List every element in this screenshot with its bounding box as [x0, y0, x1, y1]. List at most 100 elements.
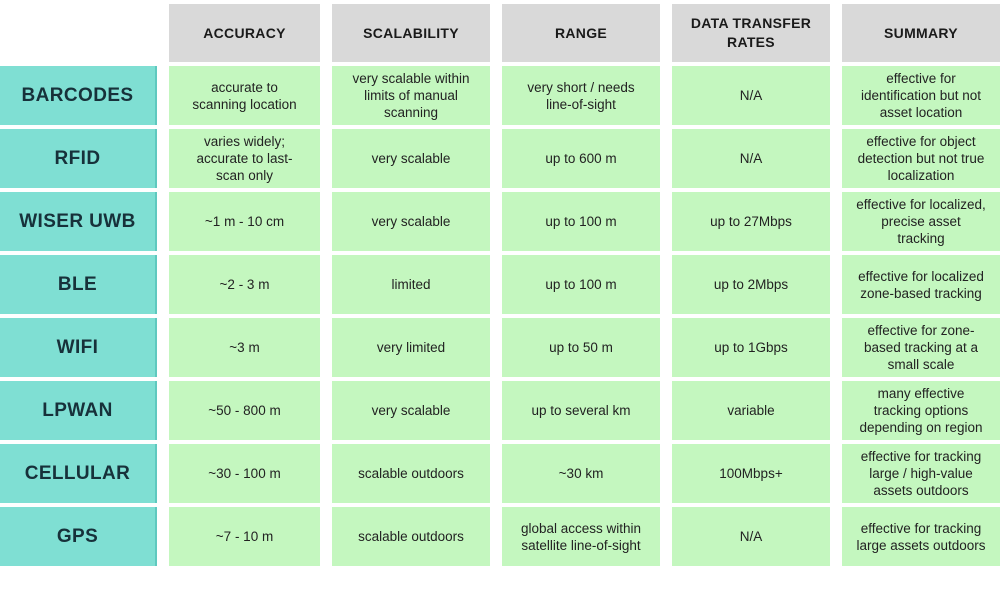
row-header-1-text: RFID — [54, 147, 101, 169]
table-cell-0-3: N/A — [672, 66, 830, 125]
row-header-4-text: WIFI — [56, 336, 99, 358]
table-cell-5-3: variable — [672, 381, 830, 440]
table-cell-4-0-text: ~3 m — [229, 340, 260, 355]
row-header-2: WISER UWB — [0, 192, 157, 251]
table-cell-4-3: up to 1Gbps — [672, 318, 830, 377]
table-cell-1-4-text: effective for object detection but not t… — [857, 134, 985, 183]
table-cell-5-2: up to several km — [502, 381, 660, 440]
row-header-5: LPWAN — [0, 381, 157, 440]
column-header-1-text: SCALABILITY — [363, 24, 459, 41]
table-cell-3-0-text: ~2 - 3 m — [219, 277, 270, 292]
table-cell-6-1-text: scalable outdoors — [358, 466, 464, 481]
table-cell-1-0-text: varies widely; accurate to last-scan onl… — [196, 134, 293, 183]
table-cell-5-4-text: many effective tracking options dependin… — [859, 386, 983, 435]
table-cell-7-4: effective for tracking large assets outd… — [842, 507, 1000, 566]
table-cell-6-0: ~30 - 100 m — [169, 444, 320, 503]
table-cell-0-2: very short / needs line-of-sight — [502, 66, 660, 125]
table-cell-0-4-text: effective for identification but not ass… — [860, 71, 982, 120]
table-cell-3-3: up to 2Mbps — [672, 255, 830, 314]
row-header-4: WIFI — [0, 318, 157, 377]
table-cell-3-2-text: up to 100 m — [545, 277, 617, 292]
table-cell-6-2-text: ~30 km — [558, 466, 604, 481]
table-cell-0-3-text: N/A — [739, 88, 763, 103]
table-cell-3-4: effective for localized zone-based track… — [842, 255, 1000, 314]
table-cell-5-2-text: up to several km — [531, 403, 631, 418]
table-cell-7-1-text: scalable outdoors — [358, 529, 464, 544]
row-header-7: GPS — [0, 507, 157, 566]
table-cell-5-0: ~50 - 800 m — [169, 381, 320, 440]
table-cell-2-0: ~1 m - 10 cm — [169, 192, 320, 251]
column-header-0: ACCURACY — [169, 4, 320, 62]
table-cell-6-0-text: ~30 - 100 m — [208, 466, 281, 481]
table-cell-6-4-text: effective for tracking large / high-valu… — [860, 449, 982, 498]
table-cell-2-3-text: up to 27Mbps — [710, 214, 792, 229]
table-cell-3-3-text: up to 2Mbps — [713, 277, 789, 292]
row-header-6: CELLULAR — [0, 444, 157, 503]
table-cell-2-0-text: ~1 m - 10 cm — [204, 214, 285, 229]
row-header-0: BARCODES — [0, 66, 157, 125]
column-header-1: SCALABILITY — [332, 4, 490, 62]
table-cell-7-0-text: ~7 - 10 m — [215, 529, 274, 544]
column-header-3: DATA TRANSFER RATES — [672, 4, 830, 62]
table-cell-6-4: effective for tracking large / high-valu… — [842, 444, 1000, 503]
table-cell-3-1: limited — [332, 255, 490, 314]
table-cell-3-1-text: limited — [391, 277, 431, 292]
table-cell-7-3-text: N/A — [739, 529, 763, 544]
table-cell-1-3: N/A — [672, 129, 830, 188]
table-cell-5-3-text: variable — [727, 403, 775, 418]
table-cell-4-2-text: up to 50 m — [549, 340, 613, 355]
row-header-1: RFID — [0, 129, 157, 188]
column-header-2-text: RANGE — [554, 24, 608, 41]
table-cell-1-4: effective for object detection but not t… — [842, 129, 1000, 188]
table-cell-1-2-text: up to 600 m — [545, 151, 617, 166]
row-header-0-text: BARCODES — [21, 84, 134, 106]
table-cell-6-2: ~30 km — [502, 444, 660, 503]
table-cell-4-4: effective for zone-based tracking at a s… — [842, 318, 1000, 377]
row-header-2-text: WISER UWB — [19, 210, 136, 232]
table-cell-5-4: many effective tracking options dependin… — [842, 381, 1000, 440]
table-cell-7-3: N/A — [672, 507, 830, 566]
table-cell-4-2: up to 50 m — [502, 318, 660, 377]
table-cell-0-1: very scalable within limits of manual sc… — [332, 66, 490, 125]
table-cell-6-3: 100Mbps+ — [672, 444, 830, 503]
column-header-4-text: SUMMARY — [884, 24, 958, 41]
table-cell-2-2: up to 100 m — [502, 192, 660, 251]
table-cell-0-1-text: very scalable within limits of manual sc… — [352, 71, 470, 120]
table-cell-7-0: ~7 - 10 m — [169, 507, 320, 566]
table-cell-1-2: up to 600 m — [502, 129, 660, 188]
table-cell-7-2: global access within satellite line-of-s… — [502, 507, 660, 566]
row-header-3: BLE — [0, 255, 157, 314]
row-header-7-text: GPS — [56, 525, 99, 547]
table-cell-2-4-text: effective for localized, precise asset t… — [856, 197, 986, 246]
table-cell-1-0: varies widely; accurate to last-scan onl… — [169, 129, 320, 188]
table-cell-3-0: ~2 - 3 m — [169, 255, 320, 314]
table-cell-2-2-text: up to 100 m — [545, 214, 617, 229]
column-header-4: SUMMARY — [842, 4, 1000, 62]
column-header-3-text: DATA TRANSFER RATES — [690, 15, 812, 50]
table-cell-7-2-text: global access within satellite line-of-s… — [520, 520, 642, 553]
table-cell-0-4: effective for identification but not ass… — [842, 66, 1000, 125]
table-cell-2-1: very scalable — [332, 192, 490, 251]
table-cell-3-4-text: effective for localized zone-based track… — [858, 268, 984, 301]
table-cell-4-1: very limited — [332, 318, 490, 377]
table-corner — [0, 4, 157, 62]
table-cell-6-3-text: 100Mbps+ — [719, 466, 783, 481]
table-cell-4-3-text: up to 1Gbps — [714, 340, 788, 355]
table-cell-6-1: scalable outdoors — [332, 444, 490, 503]
table-cell-2-4: effective for localized, precise asset t… — [842, 192, 1000, 251]
table-cell-2-3: up to 27Mbps — [672, 192, 830, 251]
column-header-0-text: ACCURACY — [203, 24, 286, 41]
row-header-5-text: LPWAN — [42, 399, 113, 421]
table-cell-0-0: accurate to scanning location — [169, 66, 320, 125]
table-cell-4-0: ~3 m — [169, 318, 320, 377]
table-cell-0-0-text: accurate to scanning location — [192, 79, 297, 112]
table-cell-7-4-text: effective for tracking large assets outd… — [856, 520, 986, 553]
table-cell-4-1-text: very limited — [376, 340, 446, 355]
table-cell-7-1: scalable outdoors — [332, 507, 490, 566]
row-header-3-text: BLE — [57, 273, 98, 295]
table-cell-1-1: very scalable — [332, 129, 490, 188]
table-cell-3-2: up to 100 m — [502, 255, 660, 314]
column-header-2: RANGE — [502, 4, 660, 62]
table-cell-0-2-text: very short / needs line-of-sight — [527, 79, 635, 112]
